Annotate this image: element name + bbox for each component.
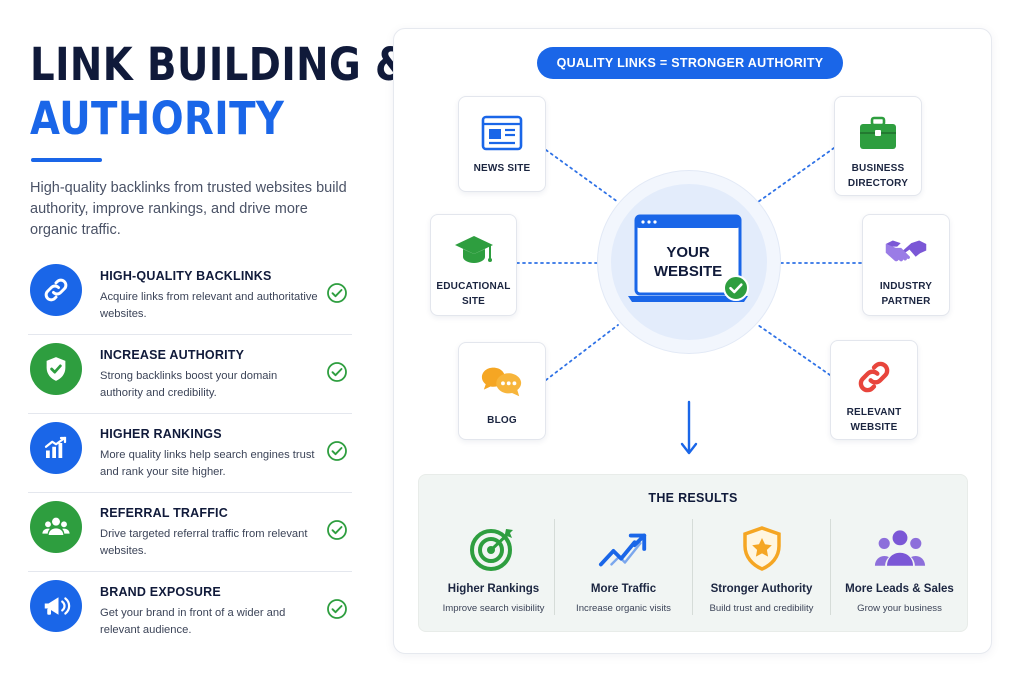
arrow-down-icon — [680, 400, 698, 455]
node-label: WEBSITE — [850, 422, 898, 433]
feature-desc: More quality links help search engines t… — [100, 449, 315, 478]
page-title-line1: LINK BUILDING & — [30, 38, 410, 91]
result-item-leads: More Leads & Sales Grow your business — [831, 521, 968, 621]
node-industry-partner: INDUSTRY PARTNER — [862, 214, 950, 316]
result-label: More Leads & Sales — [845, 583, 954, 595]
node-label: DIRECTORY — [847, 178, 909, 189]
feature-item-rankings: HIGHER RANKINGS More quality links help … — [28, 414, 352, 493]
result-label: More Traffic — [590, 583, 657, 595]
node-business-directory: BUSINESS DIRECTORY — [834, 96, 922, 196]
result-desc: Build trust and credibility — [709, 603, 814, 614]
users-icon — [30, 501, 82, 553]
result-desc: Grow your business — [857, 603, 942, 614]
feature-desc: Get your brand in front of a wider and r… — [100, 607, 286, 636]
node-label: RELEVANT — [846, 407, 902, 418]
check-circle-icon — [327, 283, 347, 303]
result-desc: Improve search visibility — [442, 603, 545, 614]
node-relevant-website: RELEVANT WEBSITE — [830, 340, 918, 440]
newspaper-icon — [480, 113, 524, 153]
node-educational-site: EDUCATIONAL SITE — [430, 214, 517, 316]
results-title: THE RESULTS — [648, 491, 738, 505]
feature-title: BRAND EXPOSURE — [100, 585, 221, 599]
check-circle-icon — [327, 520, 347, 540]
bar-chart-icon — [30, 422, 82, 474]
node-label: INDUSTRY — [879, 281, 933, 292]
feature-title: INCREASE AUTHORITY — [100, 348, 245, 362]
result-label: Higher Rankings — [447, 583, 540, 595]
node-label: EDUCATIONAL — [436, 281, 511, 292]
result-divider — [830, 519, 831, 615]
feature-title: HIGH-QUALITY BACKLINKS — [100, 269, 272, 283]
laptop-icon — [628, 214, 749, 302]
check-circle-icon — [327, 599, 347, 619]
chain-link-icon — [30, 264, 82, 316]
megaphone-icon — [30, 580, 82, 632]
intro-text: High-quality backlinks from trusted webs… — [30, 180, 347, 238]
chat-bubbles-icon — [480, 357, 524, 403]
page-title: LINK BUILDING & AUTHORITY — [30, 38, 409, 146]
check-circle-icon — [327, 441, 347, 461]
node-news-site: NEWS SITE — [458, 96, 546, 192]
node-label: SITE — [461, 296, 485, 307]
hub-label: YOUR WEBSITE — [644, 243, 732, 281]
node-label: BLOG — [487, 415, 517, 426]
result-item-traffic: More Traffic Increase organic visits — [555, 521, 692, 621]
result-desc: Increase organic visits — [576, 603, 671, 614]
shield-check-icon — [30, 343, 82, 395]
node-label: PARTNER — [881, 296, 931, 307]
node-label: NEWS SITE — [473, 163, 531, 174]
trend-up-icon — [598, 525, 650, 573]
result-item-rankings: Higher Rankings Improve search visibilit… — [425, 521, 562, 621]
result-divider — [692, 519, 693, 615]
feature-item-exposure: BRAND EXPOSURE Get your brand in front o… — [28, 572, 352, 651]
results-section: THE RESULTS Higher Rankings Improve sear… — [418, 474, 968, 632]
feature-item-backlinks: HIGH-QUALITY BACKLINKS Acquire links fro… — [28, 256, 352, 335]
node-label: BUSINESS — [851, 163, 905, 174]
group-icon — [874, 525, 926, 573]
hub-label-line2: WEBSITE — [653, 263, 723, 280]
result-divider — [554, 519, 555, 615]
result-item-authority: Stronger Authority Build trust and credi… — [693, 521, 830, 621]
feature-desc: Strong backlinks boost your domain autho… — [100, 370, 278, 399]
check-circle-icon — [327, 362, 347, 382]
feature-desc: Acquire links from relevant and authorit… — [100, 291, 318, 320]
result-label: Stronger Authority — [710, 583, 813, 595]
feature-desc: Drive targeted referral traffic from rel… — [100, 528, 308, 557]
feature-list: HIGH-QUALITY BACKLINKS Acquire links fro… — [28, 256, 352, 651]
target-icon — [468, 525, 520, 573]
feature-item-authority: INCREASE AUTHORITY Strong backlinks boos… — [28, 335, 352, 414]
handshake-icon — [884, 231, 928, 271]
red-link-icon — [852, 357, 896, 397]
node-blog: BLOG — [458, 342, 546, 440]
hub-label-line1: YOUR — [666, 244, 710, 261]
banner-pill: QUALITY LINKS = STRONGER AUTHORITY — [537, 47, 843, 79]
feature-title: HIGHER RANKINGS — [100, 427, 222, 441]
briefcase-icon — [856, 113, 900, 153]
star-shield-icon — [736, 525, 788, 573]
feature-title: REFERRAL TRAFFIC — [100, 506, 228, 520]
graduation-cap-icon — [452, 231, 496, 271]
title-underline — [31, 158, 102, 162]
page-title-line2: AUTHORITY — [30, 92, 285, 145]
feature-item-referral: REFERRAL TRAFFIC Drive targeted referral… — [28, 493, 352, 572]
